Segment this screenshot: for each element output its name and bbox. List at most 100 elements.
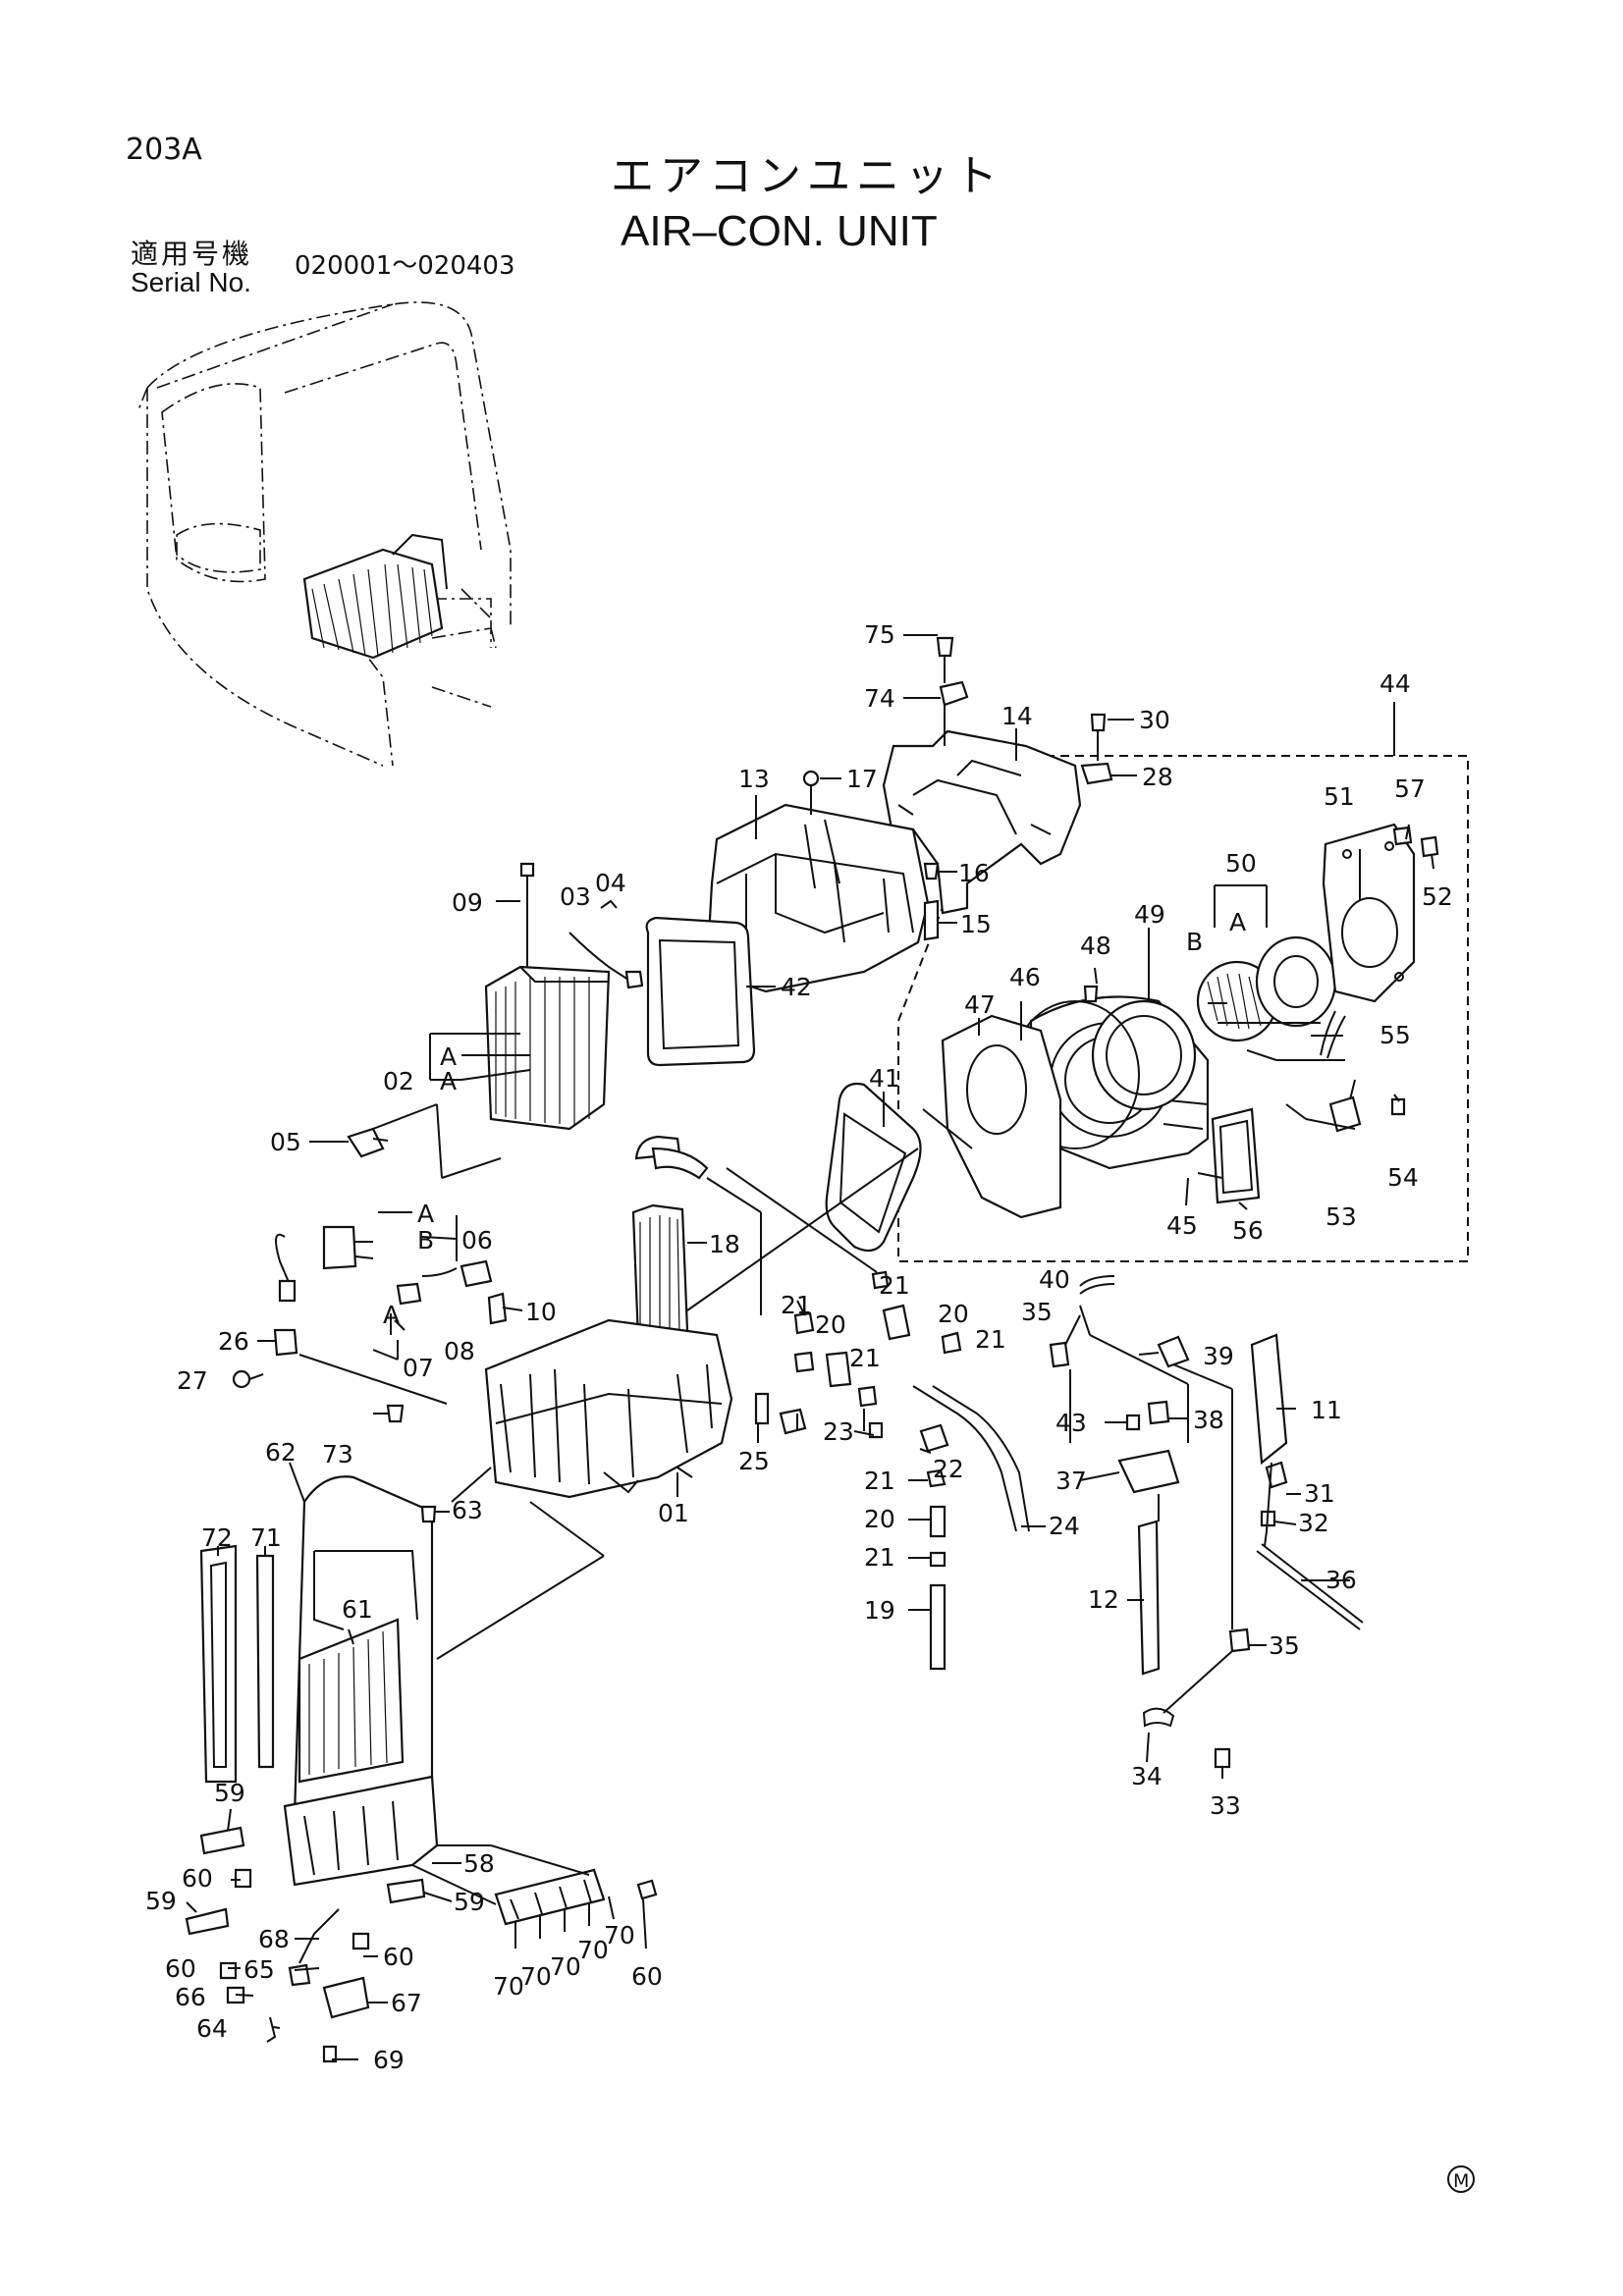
- ref-a: A: [417, 1200, 434, 1228]
- callout-25: 25: [738, 1447, 770, 1475]
- callout-06: 06: [461, 1226, 493, 1255]
- callout-60: 60: [182, 1864, 213, 1893]
- callout-47: 47: [964, 990, 996, 1019]
- callout-37: 37: [1055, 1467, 1087, 1495]
- callout-39: 39: [1203, 1342, 1234, 1370]
- ref-a: A: [440, 1042, 457, 1071]
- ref-a: A: [1229, 908, 1246, 936]
- callout-60: 60: [631, 1962, 663, 1991]
- callout-42: 42: [781, 973, 812, 1001]
- callout-45: 45: [1166, 1211, 1198, 1240]
- callout-33: 33: [1210, 1791, 1241, 1820]
- callout-74: 74: [864, 684, 895, 713]
- lower-case-01: [484, 1318, 733, 1499]
- callout-70: 70: [493, 1972, 524, 2001]
- callout-64: 64: [196, 2014, 228, 2043]
- callout-21: 21: [849, 1344, 881, 1372]
- callout-50: 50: [1225, 849, 1257, 878]
- callout-43: 43: [1055, 1409, 1087, 1437]
- callout-40: 40: [1039, 1265, 1070, 1294]
- callout-49: 49: [1134, 900, 1165, 929]
- callout-41: 41: [869, 1064, 900, 1093]
- callout-68: 68: [258, 1925, 290, 1953]
- callout-08: 08: [444, 1337, 475, 1365]
- page-code: 203A: [126, 133, 202, 167]
- callout-19: 19: [864, 1596, 895, 1625]
- callout-60: 60: [383, 1943, 414, 1971]
- motor-plate-51: [1322, 823, 1416, 1003]
- callout-17: 17: [846, 765, 878, 793]
- callout-57: 57: [1394, 774, 1426, 803]
- callout-48: 48: [1080, 932, 1111, 960]
- evaporator-02: [484, 965, 611, 1131]
- callout-11: 11: [1311, 1396, 1342, 1424]
- callout-70: 70: [520, 1962, 552, 1991]
- bracket-74-shape: [939, 680, 969, 707]
- callout-09: 09: [452, 888, 483, 917]
- callout-22: 22: [933, 1455, 964, 1483]
- callout-34: 34: [1131, 1762, 1163, 1790]
- callout-36: 36: [1325, 1566, 1357, 1594]
- callout-35: 35: [1021, 1298, 1053, 1326]
- callout-14: 14: [1001, 702, 1033, 730]
- blower-fan-50: [1196, 935, 1337, 1042]
- blower-assembly-boundary: [897, 755, 1469, 1262]
- callout-20: 20: [864, 1505, 895, 1533]
- callout-02: 02: [383, 1067, 414, 1095]
- callout-66: 66: [175, 1983, 206, 2011]
- callout-03: 03: [560, 882, 591, 911]
- callout-60: 60: [165, 1954, 196, 1983]
- panel-12-shape: [1137, 1520, 1161, 1676]
- callout-labels: 75 74 14 30 44 13 17 28 57 51 52 50 16 1…: [145, 620, 1453, 2074]
- actuator-37-shape: [1117, 1449, 1180, 1494]
- callout-31: 31: [1304, 1479, 1335, 1508]
- callout-38: 38: [1193, 1406, 1224, 1434]
- callout-21: 21: [781, 1291, 812, 1319]
- connector-70-shape: [494, 1868, 606, 1926]
- fan-housing-49: [1091, 999, 1197, 1111]
- screw-75-shape: [936, 636, 954, 658]
- callout-27: 27: [177, 1366, 208, 1395]
- callout-46: 46: [1009, 963, 1041, 991]
- cab-illustration: [136, 301, 512, 767]
- ref-a: A: [440, 1067, 457, 1095]
- callout-18: 18: [709, 1230, 740, 1258]
- callout-55: 55: [1380, 1021, 1411, 1049]
- callout-70: 70: [577, 1936, 609, 1964]
- callout-05: 05: [270, 1128, 301, 1156]
- leader-lines: [186, 634, 1434, 2060]
- callout-20: 20: [815, 1310, 846, 1339]
- callout-16: 16: [958, 859, 990, 887]
- callout-54: 54: [1387, 1163, 1419, 1192]
- callout-70: 70: [604, 1921, 635, 1949]
- callout-21: 21: [864, 1467, 895, 1495]
- panel-11-shape: [1250, 1333, 1288, 1466]
- ref-a: A: [383, 1301, 400, 1329]
- callout-10: 10: [525, 1298, 557, 1326]
- callout-67: 67: [391, 1989, 422, 2017]
- callout-56: 56: [1232, 1216, 1264, 1245]
- callout-04: 04: [595, 869, 626, 897]
- m-mark: M: [1447, 2165, 1475, 2193]
- callout-01: 01: [658, 1499, 689, 1527]
- callout-63: 63: [452, 1496, 483, 1524]
- cover-13: [705, 803, 930, 993]
- callout-28: 28: [1142, 763, 1173, 791]
- expansion-valve-06: [275, 1225, 493, 1306]
- callout-35: 35: [1269, 1631, 1300, 1660]
- svg-text:M: M: [1453, 2170, 1469, 2192]
- callout-21: 21: [879, 1271, 910, 1300]
- callout-23: 23: [823, 1417, 854, 1446]
- callout-30: 30: [1139, 706, 1170, 734]
- callout-69: 69: [373, 2046, 405, 2074]
- callout-75: 75: [864, 620, 895, 649]
- callout-20: 20: [938, 1300, 969, 1328]
- callout-12: 12: [1088, 1585, 1119, 1614]
- seal-71-shape: [255, 1554, 275, 1769]
- callout-62: 62: [265, 1438, 297, 1467]
- callout-59: 59: [454, 1888, 485, 1916]
- serial-label-japanese: 適用号機: [131, 238, 253, 270]
- panel-72-shape: [199, 1544, 238, 1784]
- bracket-67-shape: [322, 1976, 370, 2019]
- callout-70: 70: [550, 1952, 581, 1981]
